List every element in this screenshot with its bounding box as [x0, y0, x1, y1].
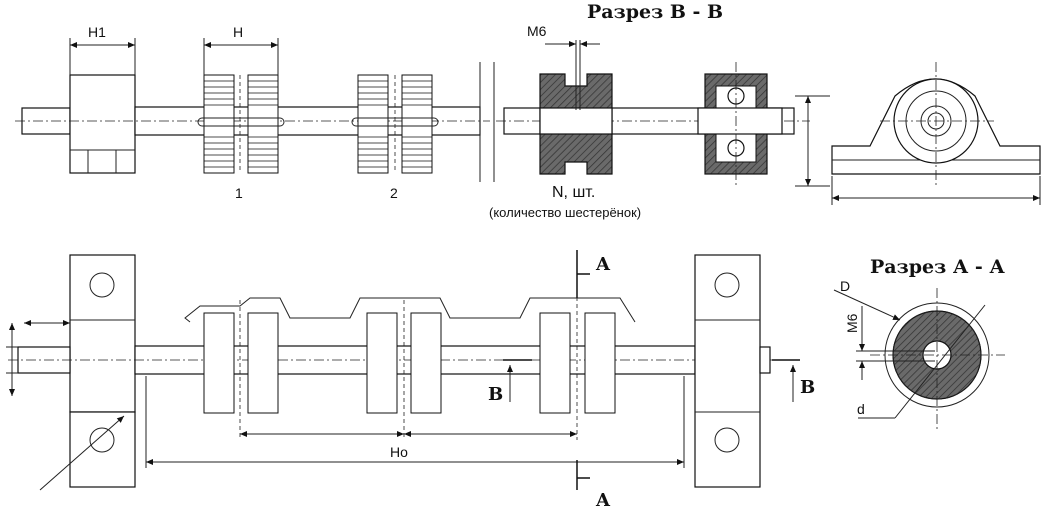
cut-b-left: B: [488, 384, 503, 405]
label-h1: H1: [88, 24, 106, 40]
section-bb-view: [496, 40, 830, 187]
section-bb-title: Разрез В - В: [587, 1, 723, 23]
label-n-note: (количество шестерёнок): [489, 205, 641, 220]
gear-pair-2: [351, 74, 439, 174]
label-ho: Ho: [390, 444, 408, 460]
left-housing: [69, 74, 136, 174]
cut-b-right: B: [800, 377, 815, 398]
section-aa-title: Разрез А - А: [870, 256, 1005, 278]
label-d-outer: D: [840, 278, 850, 294]
label-gear-2: 2: [390, 185, 398, 201]
cut-a-top: A: [595, 254, 611, 275]
cut-a-bottom: A: [595, 490, 611, 511]
top-side-view: [15, 38, 495, 182]
label-d-inner: d: [857, 401, 865, 417]
label-gear-1: 1: [235, 185, 243, 201]
plan-gear-pair-1: [203, 300, 279, 440]
label-m6-top: M6: [527, 23, 547, 39]
gear-pair-1: [197, 74, 285, 174]
label-n-count: N, шт.: [552, 184, 595, 201]
end-view: [831, 62, 1041, 205]
plan-gear-pair-3: [539, 290, 616, 440]
label-m6-side: M6: [844, 313, 860, 333]
plan-gear-pair-2: [366, 300, 442, 440]
plan-view: [6, 250, 800, 491]
label-h: H: [233, 24, 243, 40]
section-aa-view: [833, 288, 1005, 430]
